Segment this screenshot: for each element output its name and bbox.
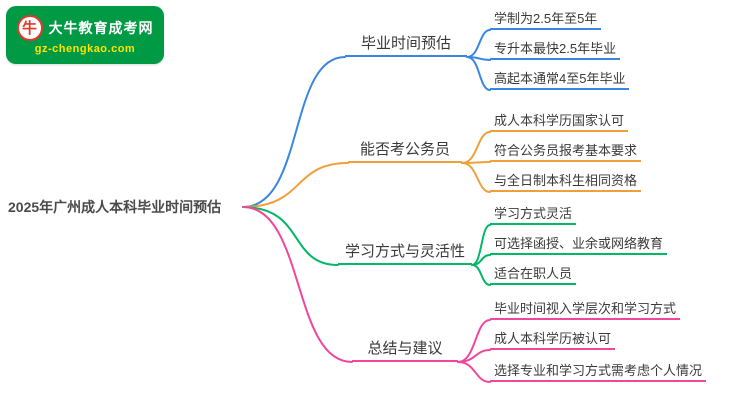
connector-branch1-leaf1	[466, 29, 491, 58]
leaf-node: 成人本科学历被认可	[490, 330, 616, 350]
branch-node-graduation-time: 毕业时间预估	[345, 33, 467, 57]
connector-root-branch-1	[242, 56, 346, 208]
connector-branch3-leaf3	[471, 264, 491, 286]
connector-branch2-leaf1	[461, 131, 491, 164]
connector-root-branch-3	[242, 206, 339, 266]
site-logo: 牛 大牛教育成考网 gz-chengkao.com	[6, 6, 164, 64]
leaf-node: 成人本科学历国家认可	[490, 112, 629, 132]
connector-branch2-leaf3	[461, 162, 491, 193]
branch-node-study-flexibility: 学习方式与灵活性	[338, 241, 472, 265]
connector-root-branch-4	[242, 206, 353, 363]
connector-branch4-leaf3	[457, 361, 491, 383]
logo-title: 大牛教育成考网	[48, 20, 154, 36]
bull-logo-icon: 牛	[16, 15, 43, 41]
branch-node-summary: 总结与建议	[352, 338, 458, 362]
root-node: 2025年广州成人本科毕业时间预估	[8, 199, 222, 215]
branch-node-civil-service: 能否考公务员	[348, 139, 462, 163]
connector-branch1-leaf3	[466, 56, 491, 91]
logo-url: gz-chengkao.com	[34, 43, 136, 55]
connector-root-branch-2	[242, 162, 349, 208]
leaf-node: 学制为2.5年至5年	[490, 10, 602, 30]
leaf-node: 选择专业和学习方式需考虑个人情况	[490, 362, 707, 382]
leaf-node: 符合公务员报考基本要求	[490, 142, 642, 162]
leaf-node: 高起本通常4至5年毕业	[490, 70, 630, 90]
leaf-node: 适合在职人员	[490, 265, 577, 285]
leaf-node: 专升本最快2.5年毕业	[490, 40, 621, 60]
leaf-node: 毕业时间视入学层次和学习方式	[490, 300, 681, 320]
logo-title-row: 牛 大牛教育成考网	[16, 15, 154, 41]
leaf-node: 学习方式灵活	[490, 205, 577, 225]
leaf-node: 与全日制本科生相同资格	[490, 172, 642, 192]
leaf-node: 可选择函授、业余或网络教育	[490, 235, 668, 255]
